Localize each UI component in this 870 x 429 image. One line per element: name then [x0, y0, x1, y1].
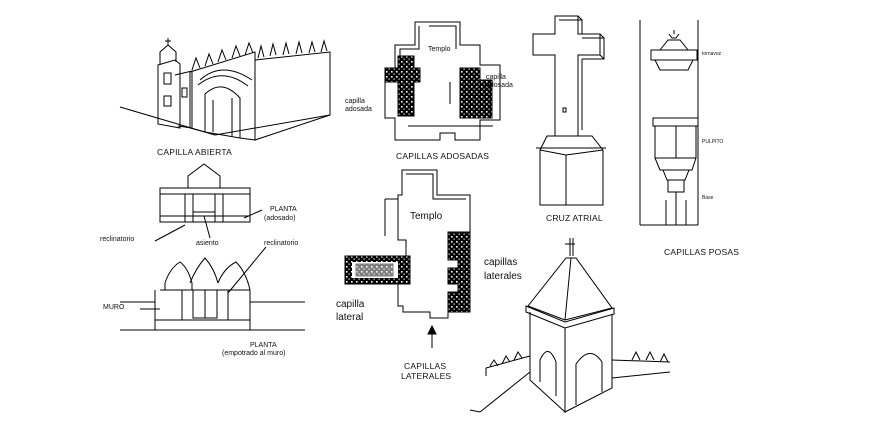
planta-adosado-sub-label: (adosado) [264, 215, 296, 222]
capillas-laterales-caption-2: LATERALES [401, 371, 452, 381]
pulpito-drawing [639, 20, 699, 226]
planta-adosado-label: PLANTA [270, 206, 297, 213]
planta-empotrado-label: PLANTA [250, 342, 277, 349]
templo-label-top: Templo [428, 46, 451, 53]
capilla-adosada-left-label: capilla adosada [345, 98, 372, 113]
tornavoz-label: tornavoz [702, 51, 722, 57]
muro-label: MURO [103, 304, 125, 311]
cruz-atrial-drawing [532, 15, 606, 206]
capillas-laterales-drawing [344, 169, 471, 348]
templo-label-mid: Templo [410, 211, 443, 222]
asiento-label: asiento [196, 240, 219, 247]
capilla-lateral-label-1: capilla [336, 299, 365, 310]
capillas-adosadas-caption: CAPILLAS ADOSADAS [396, 151, 490, 161]
reclinatorio-right-label: reclinatorio [264, 240, 299, 247]
capillas-adosadas-drawing [384, 21, 501, 141]
capilla-posa-section-drawing [120, 163, 305, 331]
capillas-posas-caption: CAPILLAS POSAS [664, 247, 740, 257]
capillas-laterales-right-2: laterales [484, 271, 522, 282]
pulpito-label: PULPITO [702, 139, 724, 145]
capillas-laterales-right-1: capillas [484, 257, 518, 268]
planta-empotrado-sub-label: (empotrado al muro) [222, 350, 286, 357]
reclinatorio-left-label: reclinatorio [100, 236, 135, 243]
base-label: Base [702, 195, 714, 201]
capilla-abierta-drawing [119, 38, 331, 141]
capilla-posa-perspective-drawing [469, 238, 671, 414]
capilla-abierta-caption: CAPILLA ABIERTA [157, 147, 232, 157]
capilla-adosada-right-label: capilla adosada [486, 74, 513, 89]
capilla-lateral-label-2: lateral [336, 312, 364, 323]
cruz-atrial-caption: CRUZ ATRIAL [546, 213, 603, 223]
capillas-laterales-caption-1: CAPILLAS [404, 361, 447, 371]
